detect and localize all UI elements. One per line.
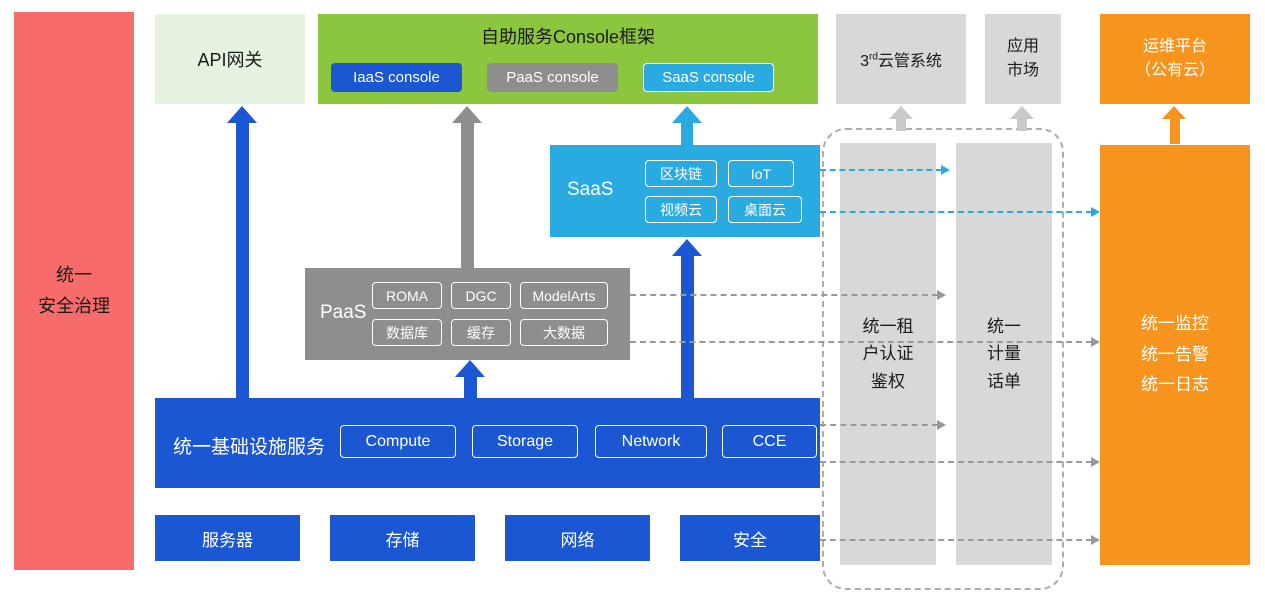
paas-label: PaaS [320, 302, 367, 323]
arrow-iaas-to-saas-head [672, 239, 702, 256]
saas-box: SaaS 区块链 IoT 视频云 桌面云 [550, 145, 820, 237]
arrow-shared-to-app-market-head [1010, 106, 1034, 119]
saas-chip-blockchain: 区块链 [645, 160, 717, 187]
saas-label: SaaS [567, 179, 614, 200]
arrow-iaas-to-api-gateway-head [227, 106, 257, 123]
arrow-saas-to-console-body [681, 122, 693, 145]
paas-console-chip: PaaS console [487, 63, 618, 92]
saas-chip-iot: IoT [728, 160, 794, 187]
dotline-iaas-to-monitoring-head [1091, 457, 1100, 467]
infra-box-security: 安全 [680, 515, 820, 561]
arrow-monitoring-to-ops-body [1170, 119, 1180, 144]
arrow-shared-to-app-market-body [1017, 118, 1027, 131]
saas-console-chip: SaaS console [643, 63, 774, 92]
iaas-console-chip: IaaS console [331, 63, 462, 92]
arrow-iaas-to-paas-body [464, 376, 477, 398]
monitoring-bar: 统一监控 统一告警 统一日志 [1100, 145, 1250, 565]
dotline-saas-to-monitoring-head [1091, 207, 1100, 217]
saas-chip-desktop-cloud: 桌面云 [728, 196, 802, 223]
dotline-saas-to-monitoring [820, 211, 1092, 213]
arrow-monitoring-to-ops-head [1162, 106, 1186, 119]
dotline-iaas-to-monitoring [820, 461, 1092, 463]
iaas-box: 统一基础设施服务 Compute Storage Network CCE [155, 398, 820, 488]
dotline-security-to-monitoring [820, 539, 1092, 541]
infra-box-server: 服务器 [155, 515, 300, 561]
app-market-box: 应用 市场 [985, 14, 1061, 104]
dotline-iaas-to-auth-head [937, 420, 946, 430]
paas-box: PaaS ROMA DGC ModelArts 数据库 缓存 大数据 [305, 268, 630, 360]
arrow-paas-to-console-head [452, 106, 482, 123]
ops-platform-box: 运维平台 （公有云） [1100, 14, 1250, 104]
dotline-paas-to-monitoring-head [1091, 337, 1100, 347]
shared-services-dashed-container [822, 128, 1064, 590]
dotline-paas-to-monitoring [630, 341, 1092, 343]
iaas-chip-compute: Compute [340, 425, 456, 458]
arrow-saas-to-console-head [672, 106, 702, 123]
arrow-shared-to-third-party-head [889, 106, 913, 119]
console-framework-title: 自助服务Console框架 [480, 27, 656, 47]
paas-chip-modelarts: ModelArts [520, 282, 608, 309]
infra-box-storage: 存储 [330, 515, 475, 561]
arrow-iaas-to-paas-head [455, 360, 485, 377]
console-framework-box: 自助服务Console框架 IaaS console PaaS console … [318, 14, 818, 104]
paas-chip-dgc: DGC [451, 282, 511, 309]
security-governance-bar: 统一 安全治理 [14, 12, 134, 570]
dotline-saas-to-auth-head [941, 165, 950, 175]
dotline-paas-to-auth [630, 294, 938, 296]
api-gateway-box: API网关 [155, 14, 305, 104]
arrow-iaas-to-saas-body [681, 255, 694, 398]
infra-box-network: 网络 [505, 515, 650, 561]
paas-chip-database: 数据库 [372, 319, 442, 346]
saas-chip-video-cloud: 视频云 [645, 196, 717, 223]
arrow-iaas-to-api-gateway-body [236, 122, 249, 398]
iaas-chip-storage: Storage [472, 425, 578, 458]
iaas-label: 统一基础设施服务 [173, 437, 326, 458]
iaas-chip-network: Network [595, 425, 707, 458]
paas-chip-cache: 缓存 [451, 319, 511, 346]
third-party-cloud-mgmt-box: 3rd云管系统 [836, 14, 966, 104]
paas-chip-roma: ROMA [372, 282, 442, 309]
arrow-paas-to-console-body [461, 122, 474, 268]
dotline-paas-to-auth-head [937, 290, 946, 300]
iaas-chip-cce: CCE [722, 425, 817, 458]
dotline-iaas-to-auth [820, 424, 938, 426]
dotline-saas-to-auth [820, 169, 942, 171]
third-party-label: 3rd云管系统 [860, 51, 942, 70]
paas-chip-bigdata: 大数据 [520, 319, 608, 346]
metering-billing-bar: 统一 计量 话单 [956, 143, 1052, 565]
tenant-auth-bar: 统一租 户认证 鉴权 [840, 143, 936, 565]
dotline-security-to-monitoring-head [1091, 535, 1100, 545]
arrow-shared-to-third-party-body [896, 118, 906, 131]
